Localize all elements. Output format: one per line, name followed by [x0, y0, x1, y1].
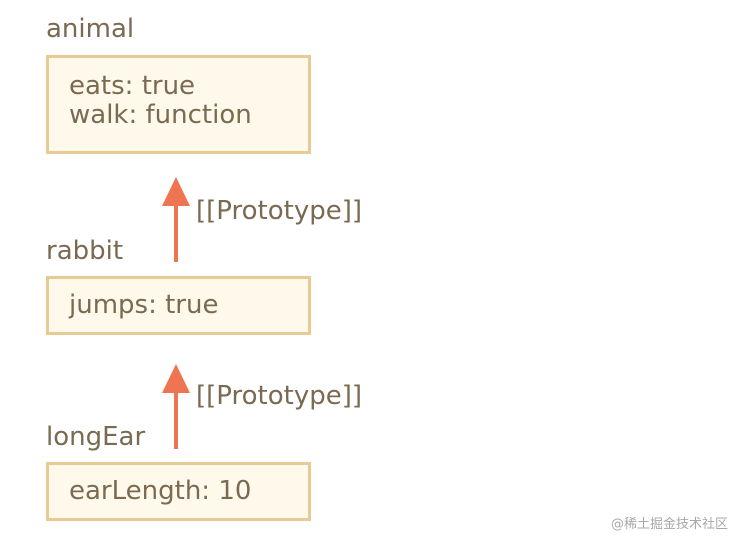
watermark: @稀土掘金技术社区	[610, 517, 728, 532]
property-line: jumps: true	[69, 290, 219, 320]
arrow-shaft	[174, 391, 178, 449]
property-line: eats: true	[69, 71, 196, 101]
arrow-head	[162, 364, 190, 393]
object-name-animal: animal	[46, 14, 135, 44]
object-box-animal: eats: true walk: function	[46, 55, 311, 154]
prototype-link-label: [[Prototype]]	[196, 381, 363, 411]
object-box-longear: earLength: 10	[46, 462, 311, 521]
arrow-shaft	[174, 204, 178, 262]
property-line: walk: function	[69, 100, 252, 130]
prototype-arrow	[162, 364, 190, 449]
prototype-arrow	[162, 177, 190, 262]
object-name-longear: longEar	[46, 422, 146, 452]
property-line: earLength: 10	[69, 476, 252, 506]
arrow-head	[162, 177, 190, 206]
object-box-rabbit: jumps: true	[46, 276, 311, 335]
object-name-rabbit: rabbit	[46, 236, 124, 266]
prototype-link-label: [[Prototype]]	[196, 196, 363, 226]
